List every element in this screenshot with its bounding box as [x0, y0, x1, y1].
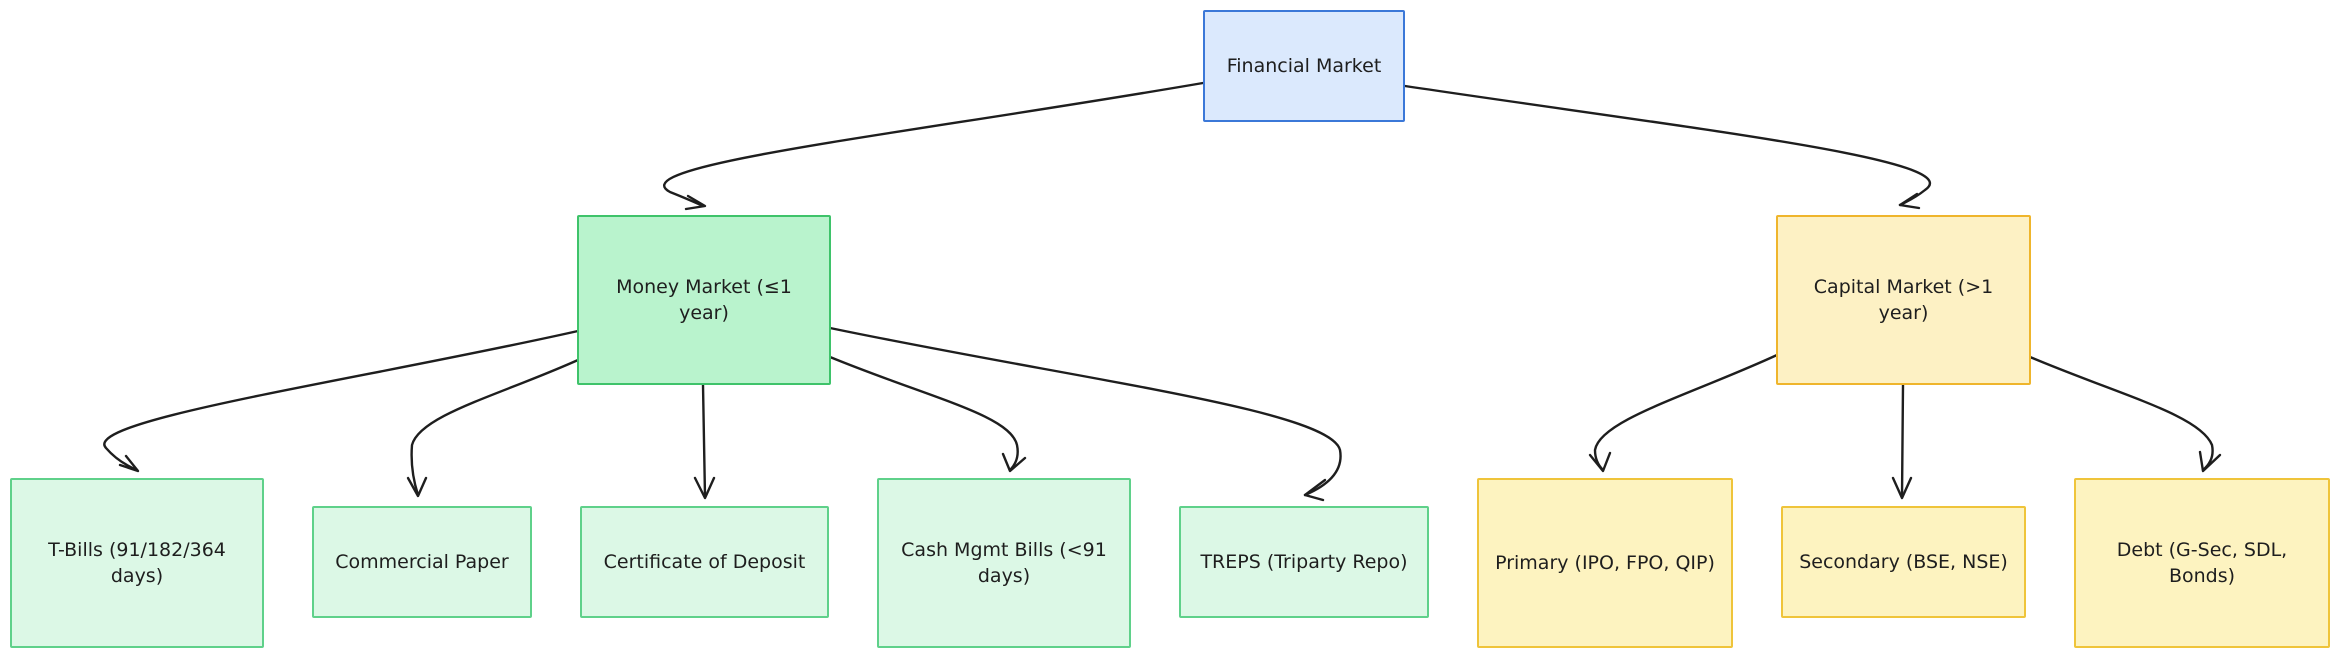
- node-label: Certificate of Deposit: [603, 551, 806, 573]
- edge-money-to-cmb: [828, 355, 1019, 472]
- node-label: Capital Market (>1 year): [1813, 276, 1994, 324]
- node-label: Secondary (BSE, NSE): [1799, 551, 2008, 573]
- node-certificate-of-deposit: Certificate of Deposit: [580, 506, 829, 618]
- node-treps: TREPS (Triparty Repo): [1179, 506, 1429, 618]
- edge-money-to-tbills-arrow: [118, 454, 140, 473]
- node-secondary: Secondary (BSE, NSE): [1781, 506, 2026, 618]
- edge-root-to-capital-arrow: [1898, 192, 1921, 210]
- edge-money-to-cp: [410, 358, 580, 497]
- edge-money-to-tbills: [103, 329, 580, 472]
- edge-root-to-money: [662, 81, 1205, 208]
- node-t-bills: T-Bills (91/182/364 days): [10, 478, 264, 648]
- node-label: T-Bills (91/182/364 days): [48, 539, 226, 587]
- node-label: Primary (IPO, FPO, QIP): [1495, 552, 1715, 574]
- node-money-market: Money Market (≤1 year): [577, 215, 831, 385]
- node-financial-market: Financial Market: [1203, 10, 1405, 122]
- edge-root-to-capital: [1403, 84, 1932, 207]
- edge-capital-to-debt-arrow: [2198, 450, 2222, 473]
- edge-money-to-treps: [828, 326, 1342, 497]
- node-commercial-paper: Commercial Paper: [312, 506, 532, 618]
- edge-money-to-cmb-arrow: [1001, 452, 1027, 473]
- edge-money-to-treps-arrow: [1303, 478, 1327, 502]
- edge-capital-to-primary-arrow: [1588, 451, 1612, 473]
- node-debt: Debt (G-Sec, SDL, Bonds): [2074, 478, 2330, 648]
- node-label: Debt (G-Sec, SDL, Bonds): [2116, 539, 2288, 587]
- node-label: Money Market (≤1 year): [616, 276, 792, 324]
- edge-capital-to-secondary-arrow: [1891, 476, 1913, 500]
- edge-capital-to-secondary: [1900, 383, 1905, 499]
- edge-capital-to-debt: [2028, 355, 2214, 472]
- node-label: TREPS (Triparty Repo): [1200, 551, 1408, 573]
- node-primary: Primary (IPO, FPO, QIP): [1477, 478, 1733, 648]
- edge-root-to-money-arrow: [684, 194, 707, 211]
- node-label: Cash Mgmt Bills (<91 days): [901, 539, 1107, 587]
- edge-money-to-cd-arrow: [693, 476, 716, 500]
- node-cash-mgmt-bills: Cash Mgmt Bills (<91 days): [877, 478, 1131, 648]
- edge-money-to-cd: [701, 383, 707, 499]
- node-label: Financial Market: [1226, 55, 1382, 77]
- node-capital-market: Capital Market (>1 year): [1776, 215, 2031, 385]
- edge-capital-to-primary: [1593, 353, 1779, 472]
- edge-money-to-cp-arrow: [406, 476, 428, 498]
- node-label: Commercial Paper: [335, 551, 509, 573]
